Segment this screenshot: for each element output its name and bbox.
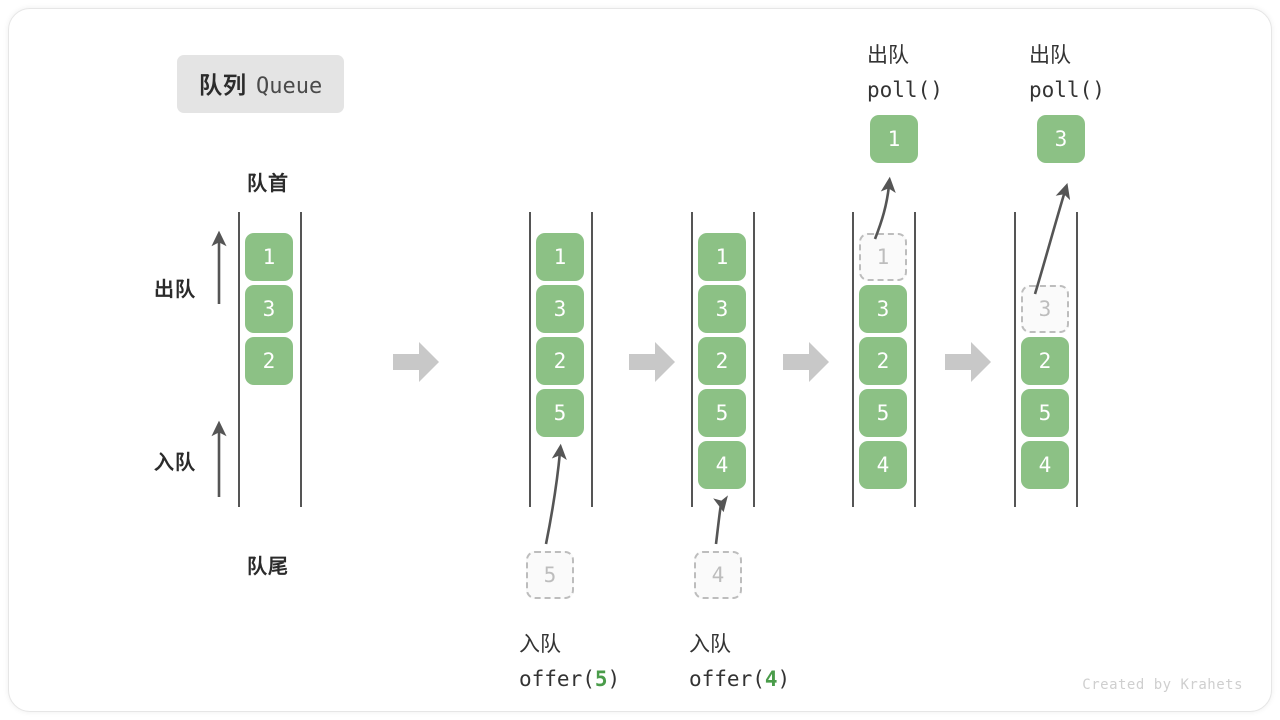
operation-header-poll-2-cn: 出队: [1029, 44, 1071, 67]
step-arrow-icon: [945, 342, 991, 382]
queue-cell: 3: [859, 285, 907, 333]
queue-tail-label: 队尾: [247, 556, 289, 578]
queue-cell: 1: [245, 233, 293, 281]
operation-header-offer-2-cn: 入队: [689, 633, 731, 656]
poll-1-motion-arrow-icon: [873, 176, 896, 240]
queue-cell: 5: [536, 389, 584, 437]
queue-rail-left-2: [529, 212, 531, 507]
queue-rail-right-5: [1076, 212, 1078, 507]
queue-cell-ghost: 1: [859, 233, 907, 281]
polled-element-1: 1: [870, 115, 918, 163]
operation-header-poll-2: 出队 poll(): [1029, 38, 1105, 108]
queue-rail-left-3: [691, 212, 693, 507]
queue-cell: 4: [698, 441, 746, 489]
incoming-element-5: 5: [526, 551, 574, 599]
queue-rail-right-2: [591, 212, 593, 507]
queue-cell: 2: [859, 337, 907, 385]
queue-cell: 5: [859, 389, 907, 437]
queue-cell: 4: [1021, 441, 1069, 489]
operation-header-offer-2: 入队 offer(4): [689, 627, 790, 697]
queue-cell: 1: [698, 233, 746, 281]
queue-cell: 3: [536, 285, 584, 333]
diagram-title-badge: 队列 Queue: [177, 55, 345, 113]
queue-cell: 3: [698, 285, 746, 333]
queue-cell: 2: [1021, 337, 1069, 385]
queue-rail-left-1: [238, 212, 240, 507]
queue-rail-left-5: [1014, 212, 1016, 507]
operation-header-offer-1: 入队 offer(5): [519, 627, 620, 697]
polled-element-3: 3: [1037, 115, 1085, 163]
queue-rail-right-1: [300, 212, 302, 507]
dequeue-direction-label: 出队: [154, 279, 196, 301]
incoming-element-4: 4: [694, 551, 742, 599]
enqueue-direction-label: 入队: [154, 452, 196, 474]
offer-4-motion-arrow-icon: [713, 495, 728, 545]
title-cn: 队列: [199, 72, 247, 98]
operation-header-poll-1-cn: 出队: [867, 44, 909, 67]
operation-header-offer-2-fn: offer(4): [689, 667, 791, 691]
operation-header-poll-2-fn: poll(): [1029, 78, 1105, 102]
step-arrow-icon: [629, 342, 675, 382]
poll-3-motion-arrow-icon: [1033, 183, 1071, 295]
title-en: Queue: [256, 74, 323, 99]
queue-cell: 2: [698, 337, 746, 385]
operation-header-poll-1-fn: poll(): [867, 78, 943, 102]
credit-text: Created by Krahets: [1082, 677, 1243, 693]
queue-cell: 2: [245, 337, 293, 385]
queue-rail-right-4: [914, 212, 916, 507]
step-arrow-icon: [783, 342, 829, 382]
queue-rail-left-4: [852, 212, 854, 507]
queue-cell: 5: [1021, 389, 1069, 437]
queue-cell: 4: [859, 441, 907, 489]
queue-cell-ghost: 3: [1021, 285, 1069, 333]
queue-rail-right-3: [753, 212, 755, 507]
operation-header-poll-1: 出队 poll(): [867, 38, 943, 108]
queue-cell: 5: [698, 389, 746, 437]
operation-header-offer-1-cn: 入队: [519, 633, 561, 656]
queue-cell: 2: [536, 337, 584, 385]
operation-header-offer-1-fn: offer(5): [519, 667, 621, 691]
queue-cell: 3: [245, 285, 293, 333]
queue-head-label: 队首: [247, 173, 289, 195]
queue-cell: 1: [536, 233, 584, 281]
step-arrow-icon: [393, 342, 439, 382]
offer-5-motion-arrow-icon: [544, 443, 567, 545]
